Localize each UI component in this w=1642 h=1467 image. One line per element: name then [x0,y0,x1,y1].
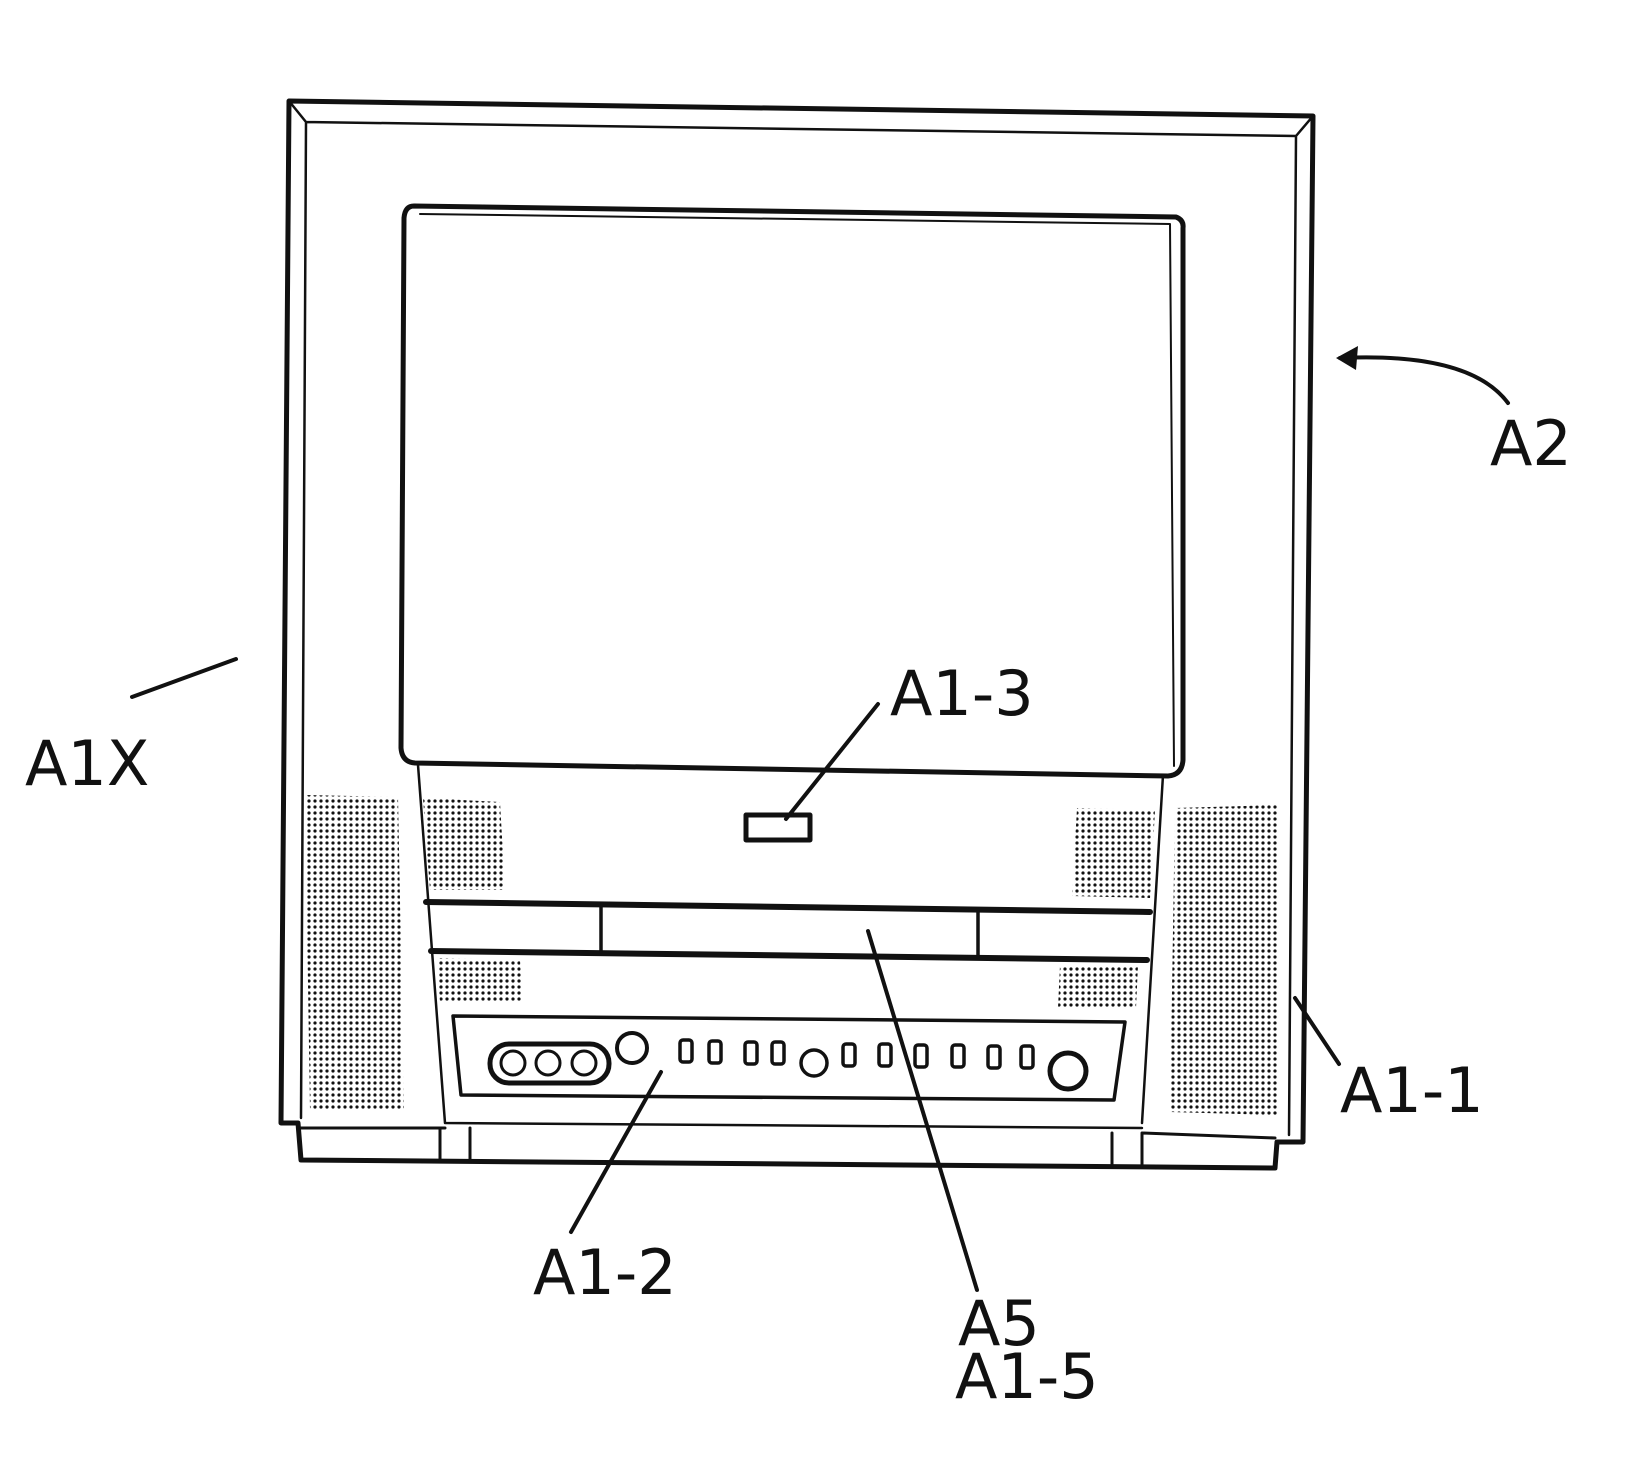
screen-outline [398,203,1186,779]
power-knob [615,1031,649,1065]
cabinet-bevel [287,99,1315,1137]
center-knob [799,1048,829,1078]
label-a1-1: A1-1 [1340,1054,1484,1127]
label-a2: A2 [1490,407,1572,480]
cabinet-base [299,1126,1277,1168]
speaker-grille-left-inner-top [423,798,505,890]
av-jack-audio-left-icon [534,1049,562,1077]
speaker-grille-right-outer [1170,805,1278,1115]
control-buttons-left [678,1038,786,1066]
control-panel [451,1014,1127,1102]
arrowhead-a2-icon [1336,346,1358,370]
leader-a5 [866,929,979,1292]
cabinet-outline [278,98,1316,1171]
leader-a1x [130,657,238,699]
cassette-slot [423,899,1153,963]
label-a1-3: A1-3 [890,657,1034,730]
screen-inner [419,213,1175,767]
label-a1-5: A1-5 [955,1340,1099,1413]
logo-badge [743,812,813,843]
leader-a1-1 [1293,996,1341,1066]
leader-a1-2 [569,1070,663,1234]
label-a1-2: A1-2 [533,1236,677,1309]
control-buttons-right [841,1042,1035,1070]
cassette-door [599,903,980,959]
speaker-grille-right-inner-bottom [1058,965,1138,1008]
av-jack-panel [487,1041,612,1086]
speaker-grille-left-inner-bottom [437,958,522,1002]
lower-bezel [416,763,1165,1130]
label-a5: A5 [958,1287,1040,1360]
speaker-grille-right-inner-top [1072,808,1155,898]
leader-a1-3 [784,702,880,821]
leader-a2 [1338,355,1510,405]
volume-knob [1047,1050,1089,1092]
av-jack-audio-right-icon [570,1049,598,1077]
label-a1x: A1X [25,727,149,800]
speaker-grille-left-outer [305,795,404,1110]
av-jack-video-icon [499,1049,527,1077]
